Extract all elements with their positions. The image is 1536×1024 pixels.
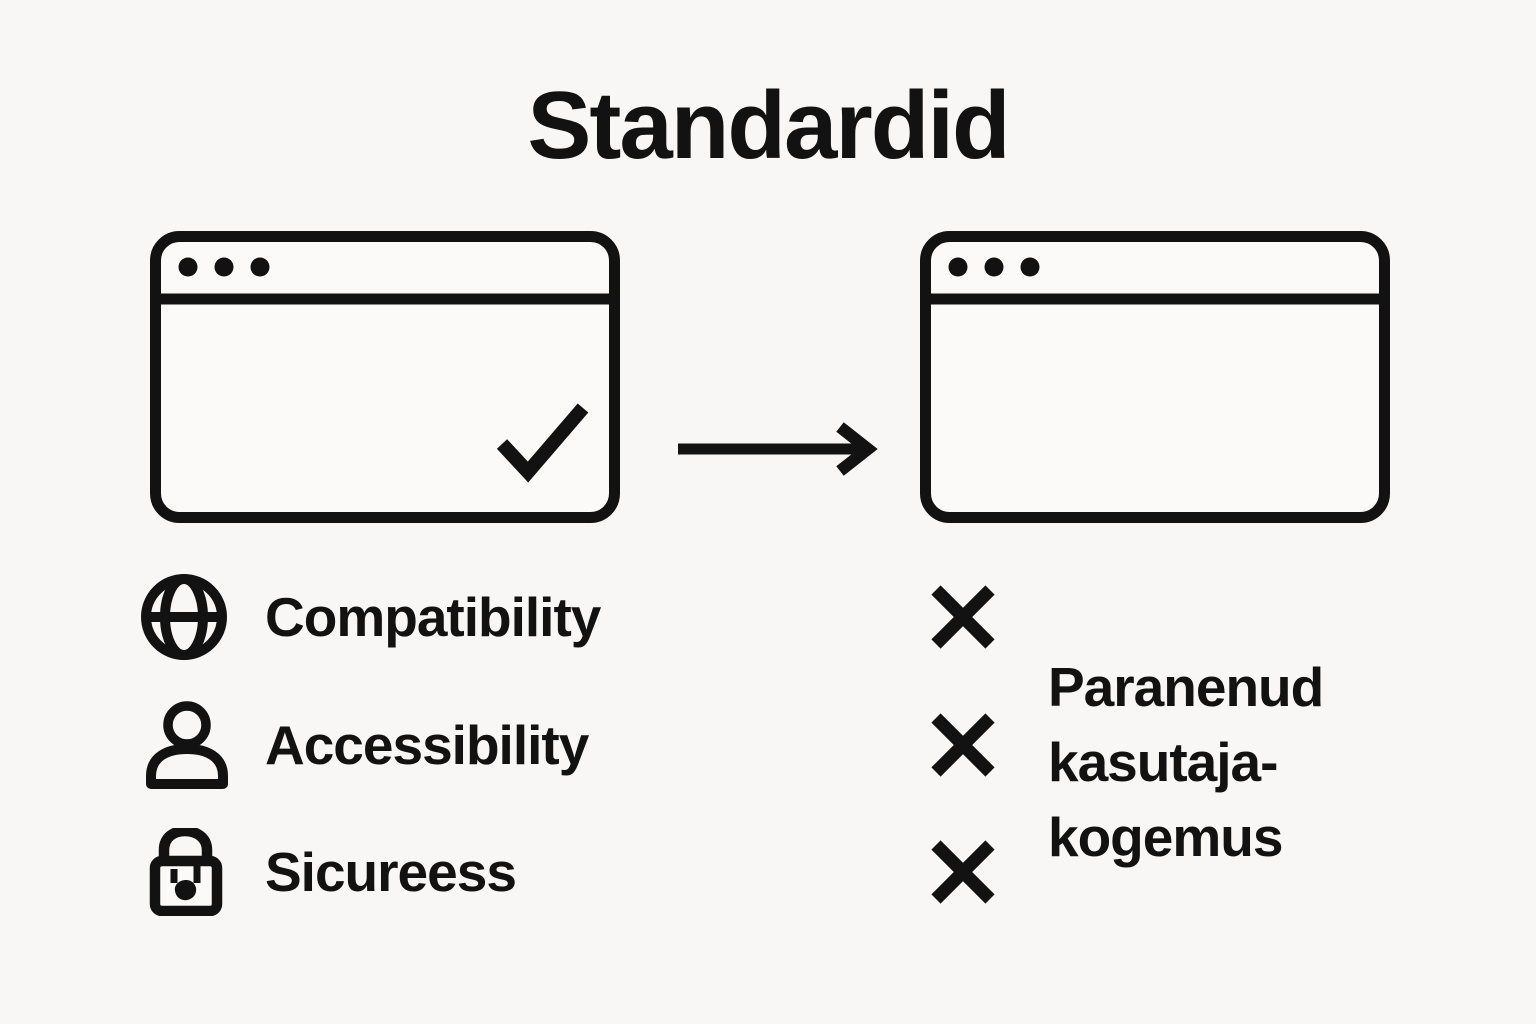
window-dots-icon: [178, 257, 270, 277]
checkmark-icon: [496, 403, 589, 483]
browser-window-before-icon: [150, 231, 620, 523]
feature-label: Sicureess: [265, 841, 517, 903]
result-text: Paranenud kasutaja- kogemus: [1048, 650, 1324, 875]
result-line: kogemus: [1048, 806, 1283, 868]
arrow-right-icon: [678, 422, 878, 476]
x-mark-icon: [931, 585, 995, 649]
result-line: kasutaja-: [1048, 731, 1278, 793]
result-line: Paranenud: [1048, 656, 1324, 718]
globe-icon: [141, 574, 227, 660]
page-title: Standardid: [527, 72, 1010, 179]
feature-label: Compatibility: [265, 586, 601, 648]
x-mark-icon: [931, 840, 995, 904]
feature-label: Accessibility: [265, 714, 589, 776]
lock-icon: [149, 828, 223, 916]
x-mark-icon: [931, 713, 995, 777]
person-icon: [146, 701, 228, 789]
feature-item-security: Sicureess: [140, 828, 517, 916]
feature-item-accessibility: Accessibility: [140, 701, 589, 789]
window-dots-icon: [948, 257, 1040, 277]
browser-window-after-icon: [920, 231, 1390, 523]
feature-item-compatibility: Compatibility: [140, 573, 601, 661]
